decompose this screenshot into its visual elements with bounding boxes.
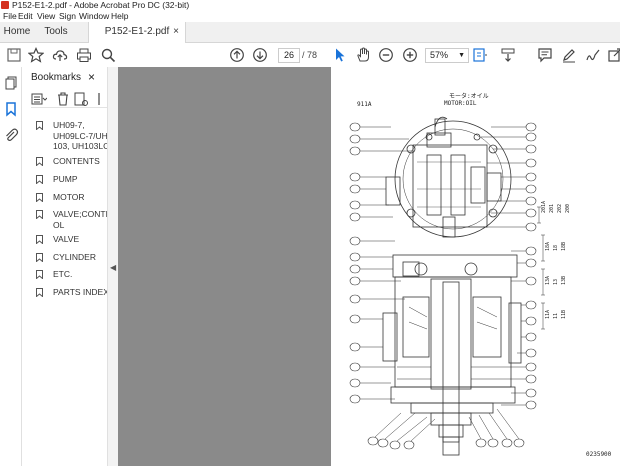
scroll-mode-icon[interactable]: [500, 47, 516, 63]
search-icon[interactable]: [100, 47, 116, 63]
sign-icon[interactable]: [585, 47, 601, 63]
left-navigation-rail: [0, 67, 22, 466]
close-panel-icon[interactable]: ×: [88, 70, 96, 84]
page-title-jp: モータ:オイル: [449, 93, 489, 100]
bookmark-item[interactable]: PUMP: [36, 174, 111, 185]
menu-edit[interactable]: Edit: [18, 11, 33, 21]
delete-bookmark-icon[interactable]: [55, 91, 71, 107]
tab-document-label: P152-E1-2.pdf: [104, 26, 170, 37]
select-cursor-icon[interactable]: [332, 47, 348, 63]
collapse-arrow-icon[interactable]: ◀: [110, 263, 117, 272]
bookmark-icon: [36, 210, 43, 219]
tab-tools[interactable]: Tools: [44, 26, 68, 37]
save-icon[interactable]: [6, 47, 22, 63]
bookmarks-panel: Bookmarks × UH09-7, UH09LC-7/UH 103, UH1…: [22, 67, 112, 466]
toolbar: 26 / 78 57% ▼: [0, 43, 620, 68]
next-page-icon[interactable]: [252, 47, 268, 63]
bookmark-item[interactable]: MOTOR: [36, 192, 111, 203]
expand-bookmark-icon[interactable]: [93, 91, 101, 107]
previous-page-icon[interactable]: [229, 47, 245, 63]
document-viewport[interactable]: 911A モータ:オイル MOTOR:OIL 0235900: [118, 67, 620, 466]
bookmark-item[interactable]: UH09-7, UH09LC-7/UH 103, UH103LC: [36, 120, 111, 152]
page-thumbnails-icon[interactable]: [3, 75, 19, 91]
hand-tool-icon[interactable]: [355, 47, 371, 63]
bookmark-icon: [36, 121, 43, 130]
bookmark-icon: [36, 193, 43, 202]
side-label: 200: [565, 204, 571, 213]
acrobat-app-icon: [1, 1, 9, 9]
bookmarks-panel-icon[interactable]: [3, 101, 19, 117]
side-label: 18B: [561, 242, 567, 251]
side-label: 13: [553, 279, 559, 285]
print-icon[interactable]: [76, 47, 92, 63]
share-icon[interactable]: [607, 47, 620, 63]
side-label: 201A: [541, 201, 547, 213]
zoom-select[interactable]: 57% ▼: [425, 48, 469, 63]
bookmark-star-icon[interactable]: [27, 47, 45, 63]
menu-file[interactable]: File: [3, 11, 17, 21]
comment-icon[interactable]: [537, 47, 553, 63]
new-bookmark-icon[interactable]: [73, 91, 89, 107]
tab-home[interactable]: Home: [3, 26, 31, 37]
side-label: 11: [553, 313, 559, 319]
side-label: 202: [557, 204, 563, 213]
bookmark-icon: [36, 157, 43, 166]
tab-document[interactable]: P152-E1-2.pdf ×: [88, 22, 186, 43]
bookmark-icon: [36, 253, 43, 262]
bookmarks-header: Bookmarks: [31, 72, 82, 83]
tab-bar: Home Tools P152-E1-2.pdf ×: [0, 22, 620, 43]
bookmark-icon: [36, 235, 43, 244]
menu-view[interactable]: View: [37, 11, 56, 21]
side-label: 11A: [545, 310, 551, 319]
page-number-input[interactable]: 26: [278, 48, 300, 63]
upload-cloud-icon[interactable]: [52, 47, 68, 63]
bookmark-item[interactable]: ETC.: [36, 269, 111, 280]
attachments-icon[interactable]: [3, 127, 19, 143]
side-label: 18: [553, 245, 559, 251]
menu-window[interactable]: Window: [79, 11, 110, 21]
zoom-out-icon[interactable]: [378, 47, 394, 63]
menu-sign[interactable]: Sign: [59, 11, 77, 21]
panel-splitter[interactable]: ◀: [107, 67, 118, 466]
side-label: 13A: [545, 276, 551, 285]
highlight-pen-icon[interactable]: [561, 47, 577, 63]
bookmark-item[interactable]: CYLINDER: [36, 252, 111, 263]
bookmark-item[interactable]: PARTS INDEX: [36, 287, 111, 298]
side-label: 18A: [545, 242, 551, 251]
page-title-en: MOTOR:OIL: [444, 100, 477, 107]
window-title: P152-E1-2.pdf - Adobe Acrobat Pro DC (32…: [12, 0, 190, 10]
zoom-value: 57%: [430, 50, 449, 60]
bookmark-icon: [36, 175, 43, 184]
bookmark-item[interactable]: VALVE;CONTR OL: [36, 209, 112, 230]
bookmarks-toolbar: [31, 91, 107, 108]
pdf-page: 911A モータ:オイル MOTOR:OIL 0235900: [331, 67, 620, 466]
page-total: / 78: [302, 50, 318, 60]
bookmark-icon: [36, 288, 43, 297]
zoom-in-icon[interactable]: [402, 47, 418, 63]
page-ref: 911A: [357, 101, 372, 108]
menu-bar: File Edit View Sign Window Help: [0, 11, 620, 22]
menu-help[interactable]: Help: [111, 11, 129, 21]
bookmark-options-icon[interactable]: [31, 91, 48, 107]
chevron-down-icon: ▼: [458, 52, 465, 59]
close-tab-icon[interactable]: ×: [173, 26, 179, 37]
side-label: 11B: [561, 310, 567, 319]
bookmark-item[interactable]: CONTENTS: [36, 156, 111, 167]
side-label: 13B: [561, 276, 567, 285]
title-bar: P152-E1-2.pdf - Adobe Acrobat Pro DC (32…: [0, 0, 620, 11]
bookmark-icon: [36, 270, 43, 279]
fit-page-icon[interactable]: [472, 47, 488, 63]
bookmark-item[interactable]: VALVE: [36, 234, 111, 245]
side-label: 201: [549, 204, 555, 213]
page-code: 0235900: [586, 451, 612, 458]
motor-exploded-diagram: 201A 201 202 200 18A 18 18B 13A 13 13B 1…: [349, 116, 571, 456]
